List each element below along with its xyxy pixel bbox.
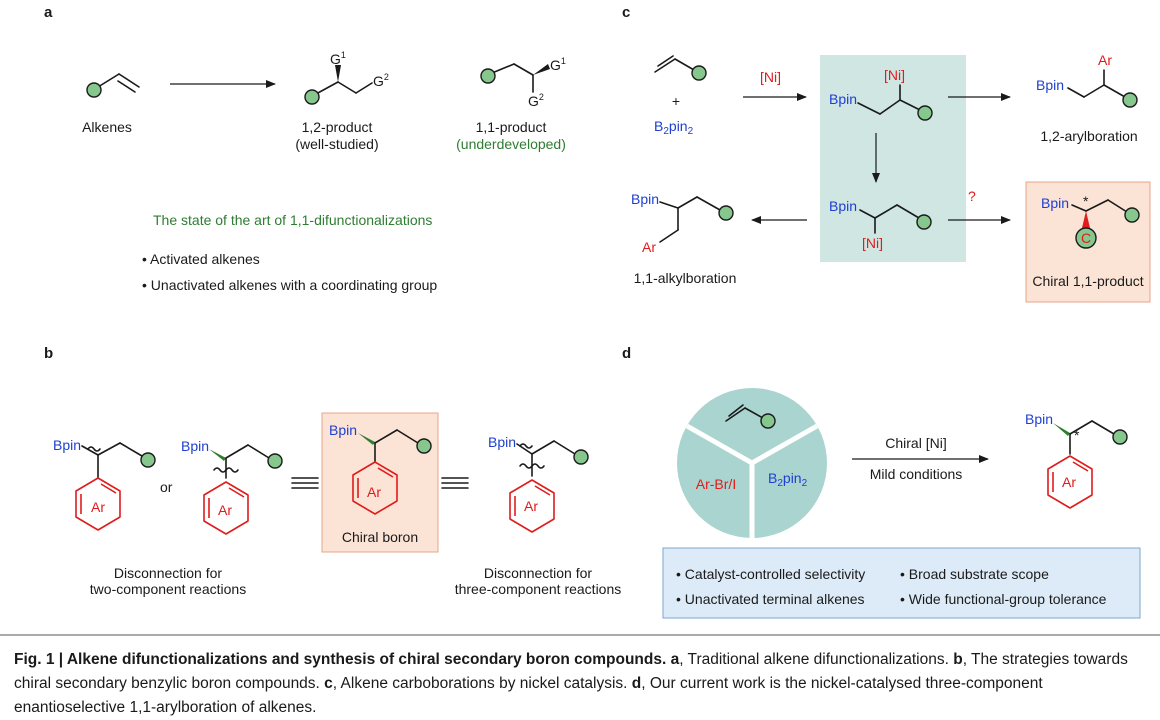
equivalence-sign-2 [441,477,469,489]
intermediate-bottom [859,204,932,234]
caption-title: Fig. 1 | Alkene difunctionalizations and… [14,651,667,668]
product-11-structure: G1 G2 [480,56,566,109]
panel-c-label: c [622,4,630,21]
panel-a-label: a [44,4,53,21]
chiral-boron-compound [352,429,432,515]
product-12-structure: G1 G2 [304,50,389,105]
svg-text:Bpin: Bpin [488,434,516,450]
figure-caption: Fig. 1 | Alkene difunctionalizations and… [14,651,1128,716]
arylboration-structure [1067,69,1138,108]
svg-text:Bpin: Bpin [829,91,857,107]
feature-2: • Broad substrate scope [900,566,1049,582]
b2pin2-label-d: B2pin2 [768,470,808,489]
svg-text:Ar: Ar [1098,52,1112,68]
feature-1: • Catalyst-controlled selectivity [676,566,865,582]
panel-a: a Alkenes G1 G2 1,2-product (well-studie… [44,4,566,293]
svg-text:Bpin: Bpin [1025,411,1053,427]
equivalence-sign-1 [291,477,319,489]
svg-text:Bpin: Bpin [53,437,81,453]
svg-text:*: * [1074,427,1080,443]
svg-text:*: * [1083,193,1089,209]
alkene-structure [86,73,140,98]
mild-conditions-label: Mild conditions [870,466,963,482]
chiral-product-label: Chiral 1,1-product [1032,273,1143,289]
disconnection-three-line1: Disconnection for [484,565,593,581]
arylboration-label: 1,2-arylboration [1040,128,1137,144]
svg-text:Bpin: Bpin [1036,77,1064,93]
svg-text:G1: G1 [550,56,566,73]
alkylboration-structure [659,196,734,243]
svg-text:G2: G2 [528,92,544,109]
disconnection-three-line2: three-component reactions [455,581,622,597]
product-d-structure [1047,420,1128,509]
panel-d: d Ar-Br/I B2pin2 Chiral [Ni] Mild condit… [622,345,1141,619]
ni-catalyst-label: [Ni] [760,69,781,85]
panel-d-label: d [622,345,631,362]
aryl-halide-label: Ar-Br/I [696,476,736,492]
svg-text:Ar: Ar [1062,474,1076,490]
svg-text:Bpin: Bpin [829,198,857,214]
state-of-art-title: The state of the art of 1,1-difunctional… [153,212,432,228]
product-12-note: (well-studied) [295,136,378,152]
substituent-ball [86,82,102,98]
feature-3: • Unactivated terminal alkenes [676,591,865,607]
svg-text:Ar: Ar [218,502,232,518]
b2pin2-label: B2pin2 [654,118,694,137]
svg-text:[Ni]: [Ni] [862,235,883,251]
alkenes-label: Alkenes [82,119,132,135]
boron-compound-3 [509,440,589,533]
panel-b-label: b [44,345,53,362]
svg-text:Bpin: Bpin [181,438,209,454]
product-12-label: 1,2-product [302,119,373,135]
alkene-c [654,55,707,81]
question-mark: ? [968,188,976,204]
svg-text:Ar: Ar [642,239,656,255]
chiral-boron-label: Chiral boron [342,529,418,545]
panel-b: b Bpin Ar or Bpin [44,345,621,597]
intermediate-box [820,55,966,262]
disconnection-two-line1: Disconnection for [114,565,223,581]
svg-text:G1: G1 [330,50,346,67]
product-11-note: (underdeveloped) [456,136,566,152]
svg-text:[Ni]: [Ni] [884,67,905,83]
intermediate-top [857,84,933,121]
bullet-1: • Activated alkenes [142,251,260,267]
boron-compound-1 [75,442,156,531]
features-box [662,547,1141,619]
svg-text:G2: G2 [373,72,389,89]
component-circle [677,388,827,538]
chiral-boron-box [321,412,439,553]
chiral-ni-label: Chiral [Ni] [885,435,946,451]
feature-4: • Wide functional-group tolerance [900,591,1107,607]
svg-text:Ar: Ar [91,499,105,515]
alkylboration-label: 1,1-alkylboration [634,270,737,286]
svg-text:Bpin: Bpin [329,422,357,438]
plus-sign: + [672,93,680,109]
svg-text:Bpin: Bpin [631,191,659,207]
boron-compound-2 [203,444,283,535]
svg-text:Ar: Ar [367,484,381,500]
svg-text:Ar: Ar [524,498,538,514]
or-label: or [160,479,173,495]
carbon-atom: C [1081,230,1091,246]
svg-text:Bpin: Bpin [1041,195,1069,211]
panel-c: c + B2pin2 [Ni] Bpin [Ni] [622,4,1151,303]
disconnection-two-line2: two-component reactions [90,581,246,597]
product-11-label: 1,1-product [476,119,547,135]
bullet-2: • Unactivated alkenes with a coordinatin… [142,277,437,293]
chiral-product-structure [1071,199,1140,249]
